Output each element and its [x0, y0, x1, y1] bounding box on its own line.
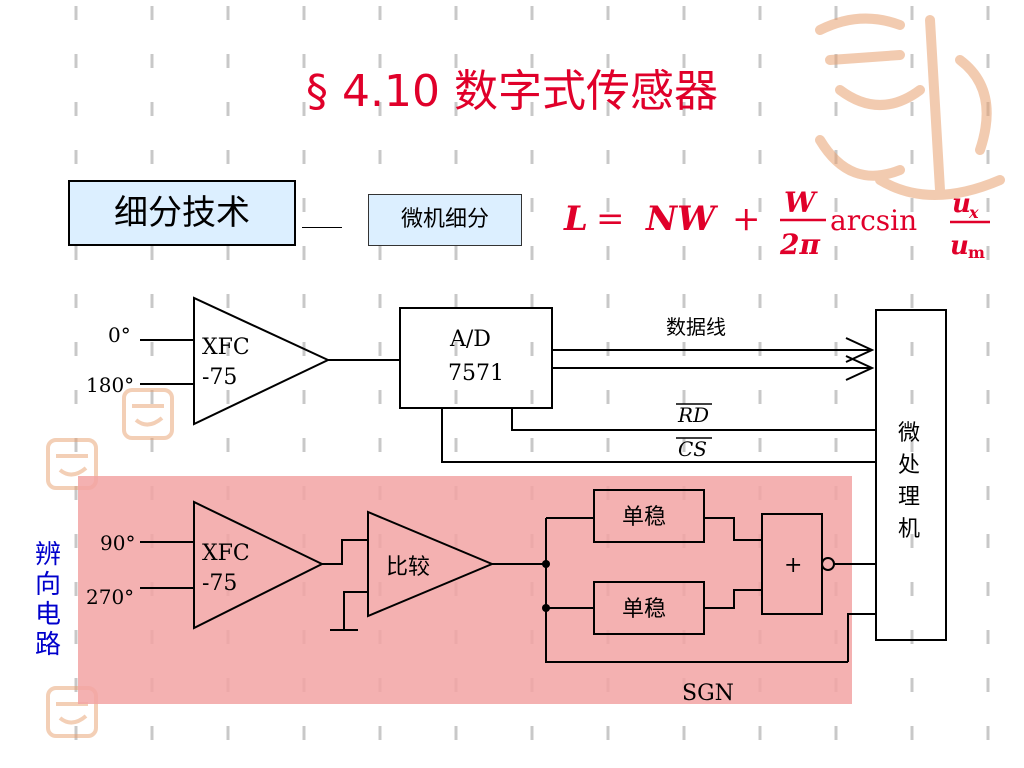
formula-ratio-num: u [952, 189, 971, 219]
formula-func: arcsin [830, 204, 917, 237]
comparator [367, 510, 495, 618]
formula-ratio-den-sub: m [968, 243, 985, 262]
comparator-label: 比较 [386, 555, 430, 580]
amplifier-top [193, 296, 331, 426]
direction-circuit-highlight [78, 476, 852, 704]
method-label-box: 细分技术 [68, 180, 296, 246]
side-label-char: 向 [34, 570, 61, 600]
formula: L = NW + W 2π arcsin u x u m [563, 186, 990, 262]
rd-label: RD [677, 403, 709, 427]
monostable-bottom-label: 单稳 [622, 597, 666, 622]
formula-ratio-num-sub: x [968, 203, 979, 222]
formula-equals: = [596, 199, 625, 239]
side-label-char: 路 [34, 630, 61, 660]
adc-label-1: A/D [449, 327, 491, 352]
small-seal-3 [122, 388, 174, 440]
or-gate-label: + [784, 553, 802, 578]
side-label-char: 辨 [34, 540, 61, 570]
submethod-label-box: 微机细分 [368, 194, 522, 246]
amp-bottom-label-2: -75 [202, 571, 237, 596]
formula-frac-num: W [784, 186, 818, 219]
formula-ratio-den: u [950, 231, 969, 261]
slide-title: § 4.10 数字式传感器 [306, 66, 718, 117]
formula-plus: + [732, 199, 761, 239]
direction-circuit-label: 辨 向 电 路 [24, 540, 72, 660]
adc-label-2: 7571 [448, 361, 504, 386]
data-line-label: 数据线 [666, 315, 726, 339]
formula-frac-den: 2π [779, 228, 820, 261]
mcu-label-4: 机 [898, 517, 920, 542]
amplifier-bottom [193, 500, 325, 630]
formula-lhs: L [563, 199, 588, 239]
input-label-90: 90° [100, 531, 135, 555]
amp-top-label-2: -75 [202, 365, 237, 390]
connector-dash [302, 227, 342, 228]
circuit-diagram: 0° 180° 90° 270° XFC -75 XFC -75 A/D 757… [78, 296, 947, 706]
small-seal-1 [46, 438, 98, 490]
mcu-label-2: 处 [898, 453, 920, 478]
mcu-label-1: 微 [898, 421, 920, 446]
formula-term1: NW [645, 199, 718, 239]
corner-seal [815, 13, 1005, 200]
adc-block [399, 307, 553, 409]
mcu-block [875, 309, 947, 641]
input-label-0: 0° [108, 323, 131, 347]
amp-bottom-label-1: XFC [202, 541, 250, 566]
cs-label: CS [678, 437, 707, 461]
amp-top-label-1: XFC [202, 335, 250, 360]
sgn-label: SGN [682, 681, 734, 706]
mcu-label-3: 理 [898, 485, 920, 510]
input-label-180: 180° [86, 373, 134, 397]
side-label-char: 电 [34, 600, 61, 630]
input-label-270: 270° [86, 585, 134, 609]
monostable-top [593, 489, 705, 543]
monostable-top-label: 单稳 [622, 505, 666, 530]
